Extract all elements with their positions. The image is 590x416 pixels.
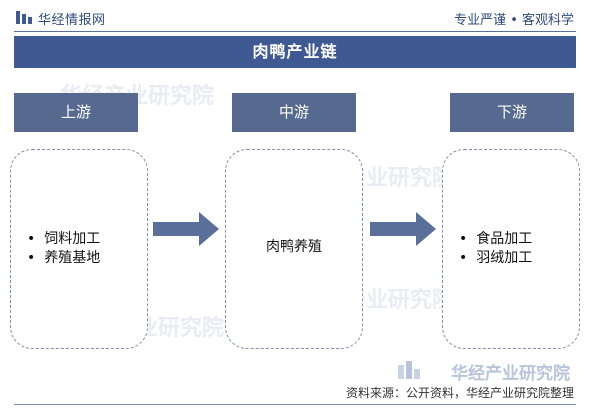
top-bar: 华经情报网 专业严谨 • 客观科学 (0, 0, 590, 30)
list-item: 羽绒加工 (459, 249, 532, 268)
stage-box-midstream: 肉鸭养殖 (225, 149, 363, 349)
brand-name: 华经情报网 (38, 13, 106, 28)
midstream-text: 肉鸭养殖 (266, 239, 322, 255)
list-item: 食品加工 (459, 230, 532, 249)
source-note: 资料来源：公开资料，华经产业研究院整理 (345, 386, 574, 400)
divider (14, 404, 576, 405)
footer-brand: 华经产业研究院 (451, 364, 570, 384)
logo-icon (16, 11, 32, 24)
page-title: 肉鸭产业链 (14, 36, 576, 68)
stage-box-upstream: 饲料加工 养殖基地 (10, 149, 148, 349)
list-item: 养殖基地 (27, 249, 100, 268)
stage-header-midstream: 中游 (232, 93, 356, 132)
upstream-list: 饲料加工 养殖基地 (27, 230, 100, 268)
divider (14, 31, 576, 32)
list-item: 饲料加工 (27, 230, 100, 249)
logo-icon (398, 361, 420, 379)
arrow-right-icon (153, 212, 219, 246)
stage-header-upstream: 上游 (14, 93, 138, 132)
tagline: 专业严谨 • 客观科学 (454, 13, 574, 28)
downstream-list: 食品加工 羽绒加工 (459, 230, 532, 268)
stage-header-downstream: 下游 (450, 93, 574, 132)
stage-box-downstream: 食品加工 羽绒加工 (442, 149, 580, 349)
arrow-right-icon (370, 212, 436, 246)
